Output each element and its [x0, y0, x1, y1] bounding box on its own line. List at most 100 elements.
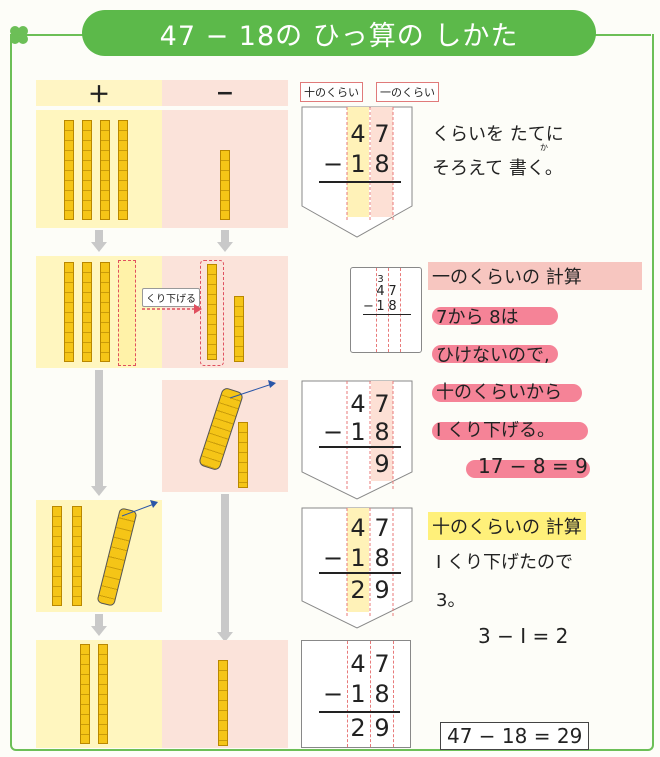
step2-heading: 一のくらいの 計算 [428, 262, 642, 290]
ten-cubes [207, 264, 217, 360]
ten-rod [80, 644, 90, 744]
step1-text-line2: そろえて 書く。 [432, 158, 563, 179]
step3-result-ones: 9 [374, 450, 390, 478]
step3-minus: − [322, 418, 344, 446]
step1-minus: − [322, 150, 344, 178]
step2-bottom-ones: 8 [388, 299, 397, 314]
down-arrow-icon [91, 486, 107, 496]
row4-tens-panel [36, 500, 162, 612]
step2-line4: I くり下げる。 [436, 420, 556, 441]
step5-result-ones: 9 [374, 714, 390, 742]
plus-column-header: ＋ [36, 80, 162, 108]
highlight-stroke [466, 460, 590, 478]
content-frame [10, 34, 654, 751]
step2-top-ones: 7 [388, 284, 397, 299]
down-arrow-icon [217, 242, 233, 252]
step4-top-tens: 4 [350, 514, 366, 542]
ten-rod [100, 262, 110, 362]
ones-place-label: 一のくらい [376, 82, 439, 102]
step4-bottom-tens: 1 [350, 544, 366, 572]
borrowed-rod-outline [118, 260, 136, 366]
step5-bottom-ones: 8 [374, 680, 390, 708]
ten-rod [64, 262, 74, 362]
arrow-line [95, 370, 103, 486]
down-arrow-icon [91, 242, 107, 252]
step2-line1: 7から 8は [436, 307, 519, 328]
step1-card [301, 106, 413, 238]
step5-result-tens: 2 [350, 714, 366, 742]
borrow-arrow [142, 304, 202, 314]
step4-result-ones: 9 [374, 576, 390, 604]
step2-top-tens: 4 [376, 284, 385, 299]
highlight-stroke [432, 422, 588, 440]
step4-line1: I くり下げたので [436, 552, 574, 573]
nine-cubes [218, 660, 228, 746]
step1-text-line1: くらいを たてに [432, 124, 564, 145]
ten-rod [64, 120, 74, 220]
seven-cubes [234, 296, 244, 362]
step2-minus: − [363, 299, 374, 314]
ten-rod [52, 506, 62, 606]
final-answer: 47 − 18 = 29 [440, 722, 590, 750]
row5-ones-panel [162, 640, 288, 748]
step4-heading: 十のくらいの 計算 [428, 512, 586, 540]
step4-line2: 3。 [436, 590, 466, 611]
step4-top-ones: 7 [374, 514, 390, 542]
arrow-line [95, 614, 103, 626]
step1-bottom-tens: 1 [350, 150, 366, 178]
step5-bottom-tens: 1 [350, 680, 366, 708]
step4-result-tens: 2 [350, 576, 366, 604]
arrow-line [221, 230, 229, 242]
step5-card [301, 640, 411, 748]
step1-top-tens: 4 [350, 120, 366, 148]
row5-tens-panel [36, 640, 162, 748]
step4-card [301, 507, 413, 629]
step3-card [301, 380, 413, 500]
down-arrow-icon [217, 632, 233, 642]
step5-top-ones: 7 [374, 650, 390, 678]
seven-cubes [238, 422, 248, 488]
step2-line3: 十のくらいから [436, 382, 562, 403]
borrow-tag: くり下げる [142, 288, 200, 307]
ten-rod [98, 644, 108, 744]
row1-tens-panel [36, 110, 162, 228]
borrowed-rod-rotated [96, 507, 138, 607]
step4-minus: − [322, 544, 344, 572]
down-arrow-icon [91, 626, 107, 636]
row1-ones-panel [162, 110, 288, 228]
tens-place-label: 十のくらい [300, 82, 363, 102]
step2-card [350, 267, 422, 353]
row2-tens-panel [36, 256, 162, 368]
step3-top-tens: 4 [350, 390, 366, 418]
step5-top-tens: 4 [350, 650, 366, 678]
arrow-line [221, 494, 229, 632]
step2-equation: 17 − 8 = 9 [478, 454, 588, 478]
step3-bottom-tens: 1 [350, 418, 366, 446]
step3-bottom-ones: 8 [374, 418, 390, 446]
minus-column-header: − [162, 80, 288, 106]
highlight-stroke [432, 345, 558, 363]
ten-rod [118, 120, 128, 220]
step2-line2: ひけないので, [436, 345, 550, 366]
step4-equation: 3 − I = 2 [478, 624, 569, 648]
step1-bottom-ones: 8 [374, 150, 390, 178]
step2-bottom-tens: 1 [376, 299, 385, 314]
step5-minus: − [322, 680, 344, 708]
ten-rod [82, 262, 92, 362]
step4-bottom-ones: 8 [374, 544, 390, 572]
row2-ones-panel [162, 256, 288, 368]
arrow-line [95, 230, 103, 242]
ten-cubes-group [200, 260, 224, 366]
step2-borrow-mark: 3 [377, 274, 384, 285]
clover-icon [10, 26, 28, 44]
page-title: 47 − 18の ひっ算の しかた [82, 10, 596, 56]
row3-ones-panel [162, 380, 288, 492]
step1-top-ones: 7 [374, 120, 390, 148]
ten-rod [72, 506, 82, 606]
ruby-text: か [540, 143, 548, 152]
seven-cubes [220, 150, 230, 220]
ten-rod [100, 120, 110, 220]
highlight-stroke [432, 384, 582, 402]
highlight-stroke [432, 307, 558, 325]
step3-top-ones: 7 [374, 390, 390, 418]
